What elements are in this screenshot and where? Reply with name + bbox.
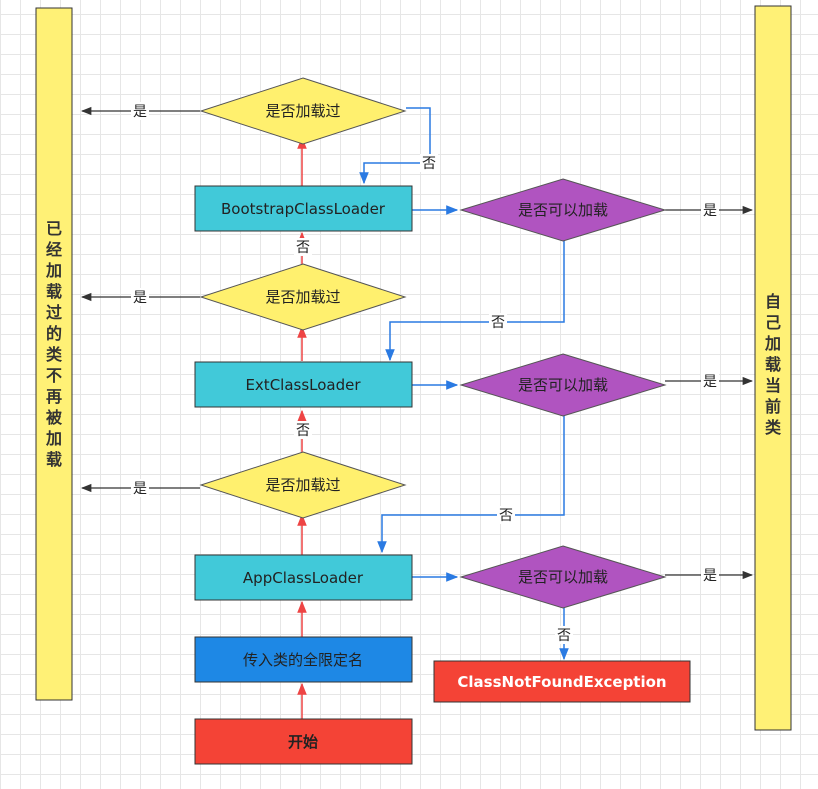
right-panel-char: 自 — [765, 292, 781, 311]
input-name-label: 传入类的全限定名 — [243, 651, 363, 669]
loaded-check-3-label: 是否加载过 — [265, 476, 340, 494]
right-panel — [754, 5, 792, 731]
left-panel-char: 被 — [46, 408, 63, 427]
no-label: 否 — [422, 156, 436, 172]
yes-label: 是 — [133, 104, 147, 120]
can-load-3-label: 是否可以加载 — [518, 568, 608, 586]
right-panel-char: 当 — [765, 376, 781, 395]
loaded-check-2-label: 是否加载过 — [265, 288, 340, 306]
loaded-check-2: 是否加载过 — [199, 263, 407, 331]
yes-labels: 是 是 是 是 是 是 — [131, 102, 719, 584]
left-panel-char: 过 — [46, 303, 62, 322]
left-panel-char: 加 — [45, 429, 62, 448]
loaded-check-3: 是否加载过 — [199, 451, 407, 519]
right-panel-char: 加 — [764, 334, 781, 353]
right-panel-char: 前 — [765, 397, 781, 416]
yes-arrows-right — [665, 205, 754, 580]
left-panel-char: 的 — [46, 324, 62, 343]
can-load-3: 是否可以加载 — [459, 545, 667, 609]
yes-label: 是 — [703, 374, 717, 390]
left-panel-char: 加 — [45, 261, 62, 280]
left-panel-char: 已 — [46, 219, 62, 238]
right-panel-char: 类 — [765, 418, 782, 437]
left-panel-char: 再 — [46, 387, 62, 406]
app-loader-label: AppClassLoader — [243, 569, 364, 587]
can-load-1: 是否可以加载 — [459, 178, 667, 242]
left-panel-char: 载 — [46, 450, 62, 469]
no-label: 否 — [296, 240, 310, 256]
right-panel-char: 载 — [765, 355, 781, 374]
loaded-check-1-label: 是否加载过 — [265, 102, 340, 120]
left-panel-char: 载 — [46, 282, 62, 301]
ext-loader-box: ExtClassLoader — [194, 361, 413, 408]
app-loader-box: AppClassLoader — [194, 554, 413, 601]
ext-loader-label: ExtClassLoader — [245, 376, 361, 394]
no-label: 否 — [499, 508, 513, 524]
bootstrap-loader-label: BootstrapClassLoader — [221, 200, 386, 218]
left-panel-char: 类 — [46, 345, 63, 364]
can-load-2: 是否可以加载 — [459, 353, 667, 417]
no-label: 否 — [296, 423, 310, 439]
start-box: 开始 — [194, 718, 413, 765]
right-panel-char: 己 — [765, 313, 781, 332]
can-load-1-label: 是否可以加载 — [518, 201, 608, 219]
yes-label: 是 — [703, 568, 717, 584]
no-labels: 否 否 否 否 否 否 — [294, 154, 573, 644]
no-label: 否 — [557, 628, 571, 644]
start-label: 开始 — [288, 733, 318, 751]
exception-box: ClassNotFoundException — [433, 660, 691, 703]
yes-label: 是 — [133, 290, 147, 306]
left-panel — [35, 7, 73, 701]
input-name-box: 传入类的全限定名 — [194, 636, 413, 683]
can-load-2-label: 是否可以加载 — [518, 376, 608, 394]
left-panel-char: 不 — [46, 366, 62, 385]
no-label: 否 — [491, 315, 505, 331]
loaded-check-1: 是否加载过 — [199, 77, 407, 145]
exception-label: ClassNotFoundException — [457, 673, 666, 691]
bootstrap-loader-box: BootstrapClassLoader — [194, 185, 413, 232]
yes-label: 是 — [133, 481, 147, 497]
yes-label: 是 — [703, 203, 717, 219]
left-panel-char: 经 — [46, 240, 62, 259]
